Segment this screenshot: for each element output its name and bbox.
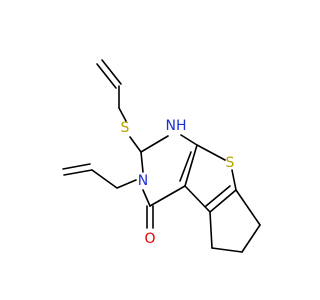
bond-c6-c7 xyxy=(241,224,261,253)
bond-c7a-c4b-double-a xyxy=(209,189,237,213)
bond-c7a-c4b-double-b xyxy=(205,185,231,207)
bond-s-c2 xyxy=(129,136,142,153)
bond-c4-n3 xyxy=(142,189,151,207)
thiophene-sulfur-label: S xyxy=(226,155,235,171)
bond-nh-c8a xyxy=(180,134,198,146)
bonds xyxy=(62,59,261,253)
bond-n3-ch2 xyxy=(116,179,137,189)
amine-nh-label: NH xyxy=(166,118,187,134)
bond-c8a-c4a-double-b xyxy=(179,151,192,182)
bond-n3-c2 xyxy=(140,151,144,173)
thioether-sulfur-label: S xyxy=(121,120,130,136)
bond-s-c7a xyxy=(231,169,237,191)
bond-c2-nh xyxy=(140,135,169,153)
molecule-structure: S NH S N O xyxy=(62,59,261,253)
bond-c8a-s xyxy=(196,144,226,161)
bond-allyl1-c1c2-double-b xyxy=(96,63,117,89)
bond-c4a-c4 xyxy=(149,185,186,207)
bond-ch-ch2-double-b xyxy=(62,163,91,170)
bond-allyl1-c1c2-double-a xyxy=(101,59,122,85)
bond-ch2-ch xyxy=(91,169,118,189)
atom-labels: S NH S N O xyxy=(121,118,235,247)
bond-c8a-c4a-double-a xyxy=(184,144,198,187)
carbonyl-oxygen-label: O xyxy=(144,231,155,247)
bond-c4b-c4a xyxy=(184,185,211,213)
bond-c4b-c5 xyxy=(209,211,213,249)
bond-ch-ch2-double-a xyxy=(63,169,93,176)
molecule-canvas: S NH S N O xyxy=(62,59,261,253)
ring-nitrogen-label: N xyxy=(138,173,148,189)
bond-c5-c6 xyxy=(211,247,243,253)
bond-c7-c7a xyxy=(235,189,261,226)
bond-allyl1-c3s xyxy=(118,107,127,122)
